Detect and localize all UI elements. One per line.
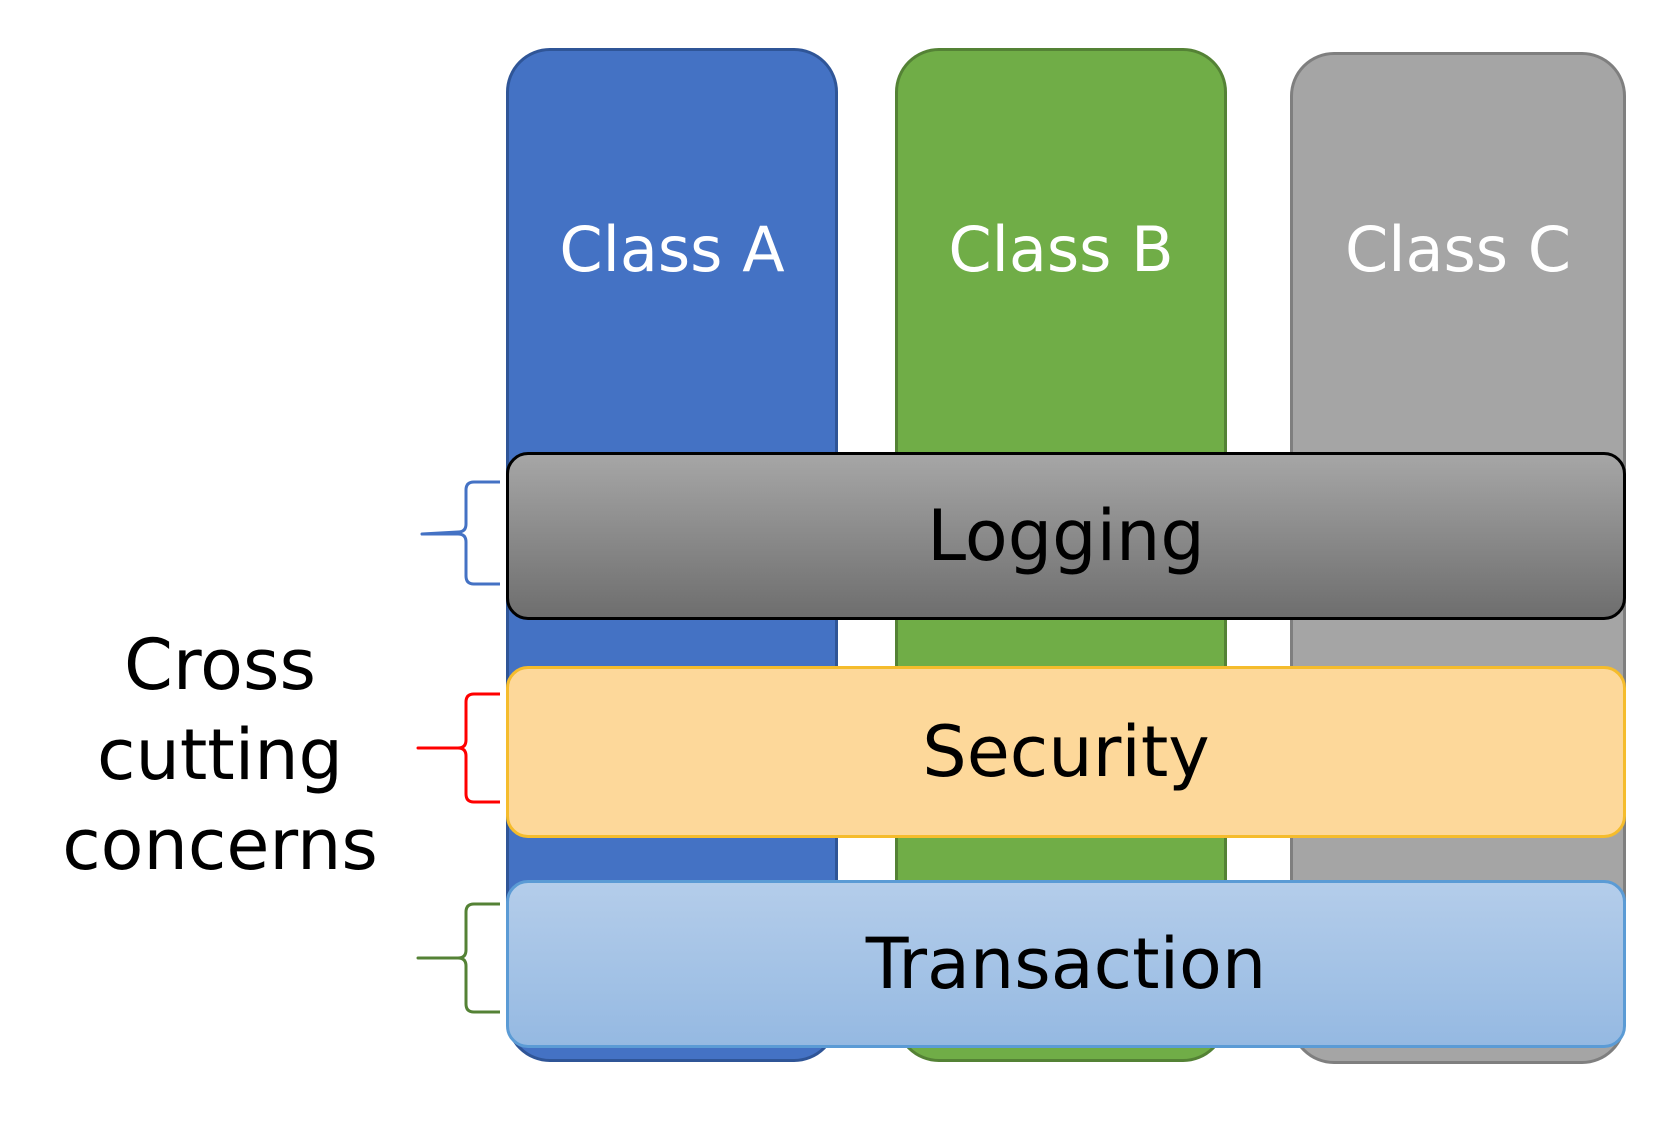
transaction-label: Transaction [865, 923, 1267, 1005]
logging-brace-icon [420, 480, 500, 586]
side-label-line-2: cutting [97, 714, 343, 796]
logging-label: Logging [927, 495, 1205, 577]
security-label: Security [922, 711, 1210, 793]
transaction-brace-icon [416, 902, 500, 1014]
class-c-label: Class C [1344, 213, 1572, 286]
logging-brace-path [420, 480, 500, 586]
side-label-line-3: concerns [62, 804, 378, 886]
security-bar: Security [506, 666, 1626, 838]
class-a-label: Class A [559, 213, 785, 286]
transaction-bar: Transaction [506, 880, 1626, 1048]
class-b-label: Class B [948, 213, 1174, 286]
logging-bar: Logging [506, 452, 1626, 620]
cross-cutting-concerns-label: Cross cutting concerns [40, 620, 400, 890]
side-label-line-1: Cross [124, 624, 316, 706]
security-brace-icon [416, 692, 500, 804]
transaction-brace-path [416, 902, 500, 1014]
security-brace-path [416, 692, 500, 804]
